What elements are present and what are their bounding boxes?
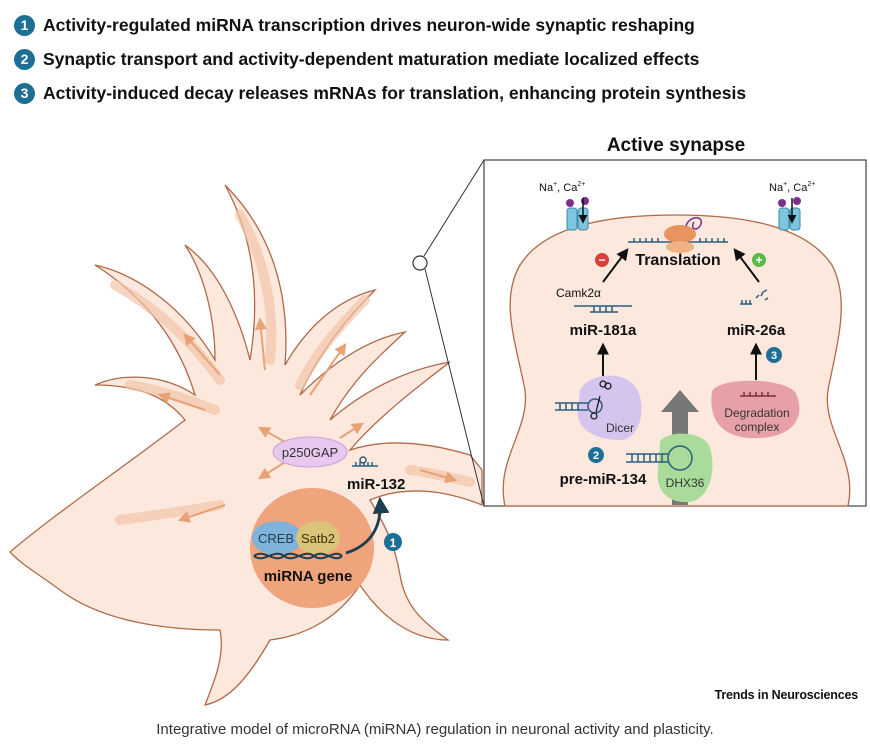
transport-arrow-1 [157,392,206,411]
journal-logo: Trends in Neurosciences [714,688,859,702]
creb-protein [252,521,302,555]
step-badge-2-synapse [588,447,604,463]
legend-text-2: Synaptic transport and activity-dependen… [43,48,700,69]
p250gap-blob [272,436,348,468]
degradation-complex-blob [711,380,800,439]
legend-item-2: 2 Synaptic transport and activity-depend… [14,42,864,76]
dendrite-shade-1 [125,380,220,415]
transport-arrow-4 [309,343,347,396]
mir26a-label: miR-26a [727,322,786,339]
ion-channel-right [778,197,801,231]
plus-sign: + [755,253,762,267]
dendrite-shade-4 [295,295,370,390]
ion-channel-left [566,197,589,231]
mir132-rna-icon [352,456,378,467]
legend-text-1: Activity-regulated miRNA transcription d… [43,14,695,35]
step-badge-3: 3 [14,82,35,104]
satb2-protein [296,521,340,555]
dna-helix-icon [253,552,343,560]
arrow-to-translation-left [602,248,629,283]
arrow-to-translation-right [733,248,760,283]
degradation-rna-icon [740,392,776,397]
step-badge-1: 1 [14,14,35,36]
p250gap-arrow-3 [339,422,365,439]
zoom-line-top [423,159,485,257]
p250gap-arrow-2 [257,461,286,480]
step-number-3: 3 [771,350,777,362]
pre-mir134-icon [626,445,693,471]
transport-arrow-5 [177,504,226,523]
dendrite-shade-2 [110,280,225,385]
neuron: p250GAP miR-132 CREB Satb2 miRNA gene 1 [9,184,483,706]
zoom-line-bottom [424,268,485,507]
synapse-title: Active synapse [607,135,745,156]
satb2-label: Satb2 [301,531,335,546]
legend-item-1: 1 Activity-regulated miRNA transcription… [14,8,864,42]
step-number-1: 1 [390,536,397,550]
dendrite-shade-3 [235,210,277,365]
mir26a-rna-icon [740,289,769,305]
mirna-gene-label: miRNA gene [264,568,353,585]
transcription-arrow [345,496,390,555]
dhx36-label: DHX36 [666,476,705,490]
active-synapse-panel: Active synapse Na+, Ca2+ Na+, Ca2+ [483,135,867,507]
transport-arrow-2 [183,333,221,376]
pre-mir134-label: pre-miR-134 [560,471,647,488]
pre-mirna-dicer-icon [555,398,603,414]
mir132-label: miR-132 [347,476,405,493]
p250gap-arrow-1 [257,426,286,443]
mir181a-label: miR-181a [570,322,637,339]
legend: 1 Activity-regulated miRNA transcription… [14,8,864,110]
figure-caption: Integrative model of microRNA (miRNA) re… [156,721,714,738]
camk2a-mirna-complex-icon [574,305,632,313]
dhx36-blob [657,433,713,503]
step-badge-1-neuron [384,533,402,551]
scissors-icon [590,380,612,420]
transport-arrow-3 [254,317,267,371]
inhibition-badge [595,253,609,267]
transport-arrow-6 [419,469,458,484]
dicer-label: Dicer [606,421,634,435]
step-number-2: 2 [593,450,599,462]
step-badge-3-synapse [766,347,782,363]
degradation-label-line2: complex [735,420,780,434]
dendrite-shade-5 [115,500,225,525]
translation-label: Translation [635,252,720,269]
neuron-body [9,184,483,706]
step-badge-2: 2 [14,48,35,70]
creb-label: CREB [258,531,294,546]
legend-item-3: 3 Activity-induced decay releases mRNAs … [14,76,864,110]
zoom-circle [412,255,428,271]
ions-right-label: Na+, Ca2+ [769,181,815,194]
camk2a-label: Camk2α [556,286,601,300]
ribosome-icon [664,217,703,253]
p250gap-label: p250GAP [282,445,338,460]
minus-sign: − [598,253,605,267]
activation-badge [752,253,766,267]
dicer-blob [577,375,642,440]
legend-text-3: Activity-induced decay releases mRNAs fo… [43,82,747,103]
ions-left-label: Na+, Ca2+ [539,181,585,194]
degradation-label-line1: Degradation [724,406,789,420]
